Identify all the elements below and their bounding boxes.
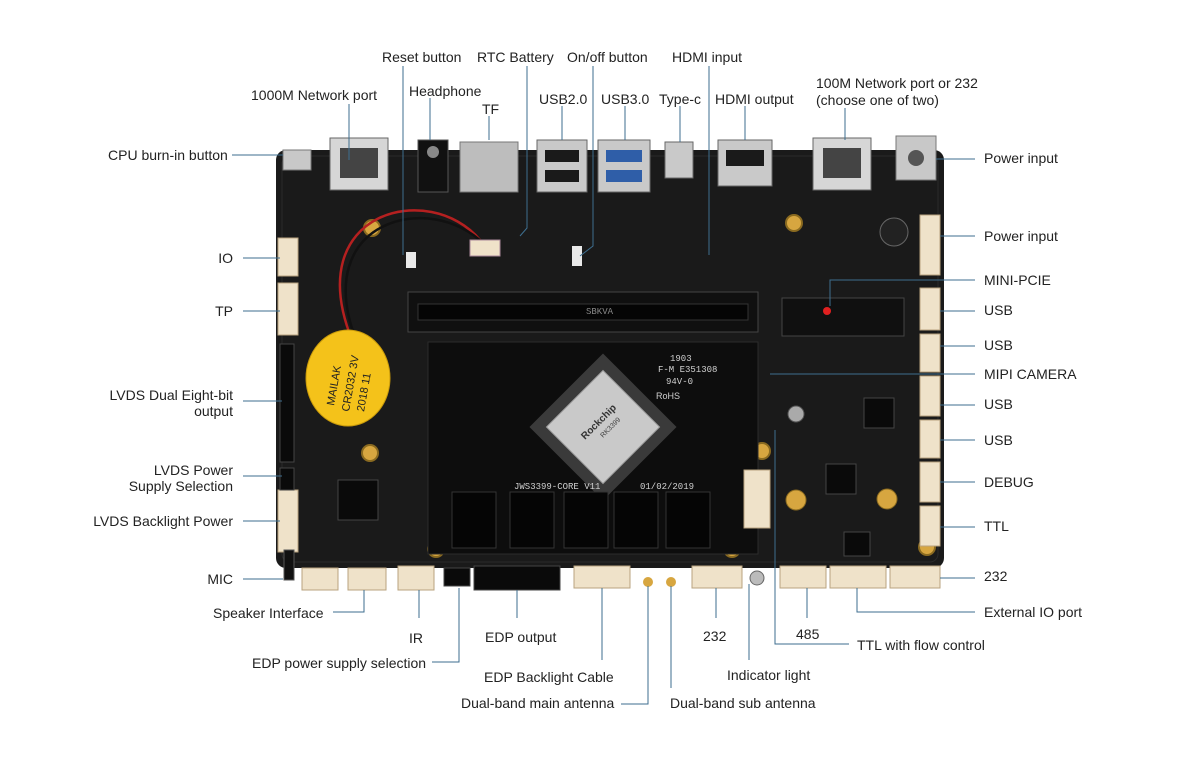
- label-tf: TF: [482, 101, 500, 117]
- label-network-100m-line1: 100M Network port or 232: [816, 75, 978, 91]
- mini-pcie-slot: [781, 297, 905, 337]
- label-reset-button: Reset button: [382, 49, 462, 65]
- pcb-mark-3: RoHS: [656, 391, 680, 401]
- label-edp-output: EDP output: [485, 629, 557, 645]
- rtc-battery: [305, 329, 391, 427]
- label-usb-3: USB: [984, 396, 1013, 412]
- label-lvds-power-line1: LVDS Power: [153, 462, 233, 478]
- small-components: [337, 246, 895, 557]
- label-usb20: USB2.0: [539, 91, 588, 107]
- bottom-connectors: [301, 565, 941, 591]
- label-485: 485: [796, 626, 820, 642]
- right-connectors: [743, 214, 941, 547]
- label-network-100m-line2: (choose one of two): [816, 92, 939, 108]
- indicator-led: [749, 570, 765, 586]
- label-lvds-dual-line1: LVDS Dual Eight-bit: [109, 387, 233, 403]
- label-usb-1: USB: [984, 302, 1013, 318]
- label-usb-2: USB: [984, 337, 1013, 353]
- label-network-1000m: 1000M Network port: [251, 87, 378, 103]
- label-io: IO: [218, 250, 233, 266]
- top-connectors: [282, 135, 937, 193]
- label-ir: IR: [409, 630, 423, 646]
- label-usb30: USB3.0: [601, 91, 650, 107]
- label-dual-sub-ant: Dual-band sub antenna: [670, 695, 816, 711]
- logo-number: 1903: [670, 354, 692, 364]
- label-mic: MIC: [207, 571, 233, 587]
- mic-part: [283, 549, 295, 581]
- label-cpu-burnin: CPU burn-in button: [108, 147, 228, 163]
- label-mipi-camera: MIPI CAMERA: [984, 366, 1077, 382]
- label-mini-pcie: MINI-PCIE: [984, 272, 1051, 288]
- edp-power-jumper: [443, 567, 471, 587]
- label-lvds-backlight: LVDS Backlight Power: [93, 513, 233, 529]
- label-lvds-dual-line2: output: [194, 403, 233, 419]
- label-onoff-button: On/off button: [567, 49, 648, 65]
- antenna-sub: [666, 577, 676, 587]
- label-debug: DEBUG: [984, 474, 1034, 490]
- usb20-port: [536, 139, 588, 193]
- label-232-bottom: 232: [703, 628, 727, 644]
- cpu-burnin-button-part: [282, 149, 312, 171]
- pcb-mark-1: F-M E351308: [658, 365, 717, 375]
- label-rtc-battery: RTC Battery: [477, 49, 554, 65]
- label-headphone: Headphone: [409, 83, 482, 99]
- core-label: JWS3399-CORE V11: [514, 482, 600, 492]
- label-typec: Type-c: [659, 91, 702, 107]
- label-ttl: TTL: [984, 518, 1009, 534]
- label-power-input-1: Power input: [984, 150, 1058, 166]
- leader-lines: [232, 66, 975, 705]
- label-ttl-flow: TTL with flow control: [857, 637, 985, 653]
- lvds-power-jumper: [279, 467, 295, 491]
- typec-port: [664, 141, 694, 179]
- usb30-port: [597, 139, 651, 193]
- label-usb-4: USB: [984, 432, 1013, 448]
- label-232-right: 232: [984, 568, 1008, 584]
- label-external-io: External IO port: [984, 604, 1083, 620]
- label-dual-main-ant: Dual-band main antenna: [461, 695, 615, 711]
- label-speaker: Speaker Interface: [213, 605, 324, 621]
- pcb-mark-2: 94V-0: [666, 377, 693, 387]
- label-hdmi-input: HDMI input: [672, 49, 743, 65]
- label-hdmi-output: HDMI output: [715, 91, 794, 107]
- lvds-header: [279, 343, 295, 463]
- ram-slot-label: SBKVA: [586, 307, 614, 317]
- antenna-main: [643, 577, 653, 587]
- label-lvds-power-line2: Supply Selection: [128, 478, 233, 494]
- left-connectors: [277, 237, 299, 553]
- rtc-connector: [469, 239, 501, 257]
- date-label: 01/02/2019: [640, 482, 694, 492]
- ram-chips: [451, 491, 711, 549]
- tf-slot: [459, 141, 519, 193]
- label-power-input-2: Power input: [984, 228, 1058, 244]
- label-indicator: Indicator light: [727, 667, 811, 683]
- label-tp: TP: [215, 303, 233, 319]
- label-edp-backlight: EDP Backlight Cable: [484, 669, 614, 685]
- edp-output-header: [473, 565, 561, 591]
- label-edp-power-sel: EDP power supply selection: [252, 655, 427, 671]
